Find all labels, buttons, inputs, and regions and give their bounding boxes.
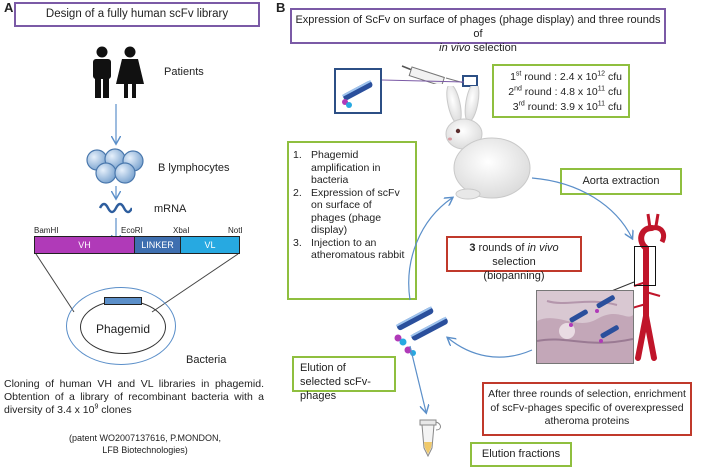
histology-image [536,290,634,364]
round-3: 3rd round: 3.9 x 1011 cfu [512,100,622,114]
bacteria-cell [66,287,176,365]
site-xbai: XbaI [173,226,190,235]
step-2: 2.Expression of scFv on surface of phage… [293,186,400,237]
round-1: 1st round : 2.4 x 1012 cfu [510,70,622,84]
aorta-zoom-box [634,246,656,286]
elution-fractions-box: Elution fractions [470,442,572,467]
rounds-box: 1st round : 2.4 x 1012 cfu 2nd round : 4… [492,64,630,118]
panel-b-letter: B [276,0,286,15]
eluted-phages-icon [394,306,448,356]
panel-b-title: Expression of ScFv on surface of phages … [290,8,666,54]
step-3: 3.Injection to an atheromatous rabbit [293,236,405,262]
segment-vh: VH [35,237,135,253]
steps-box: 1.Phagemid amplification in bacteria 2.E… [287,141,417,300]
enrichment-box: After three rounds of selection, enrichm… [482,382,692,436]
construct-to-phagemid-lines [35,253,239,313]
round-2: 2nd round : 4.8 x 1011 cfu [508,85,622,99]
site-bamhi: BamHI [34,226,59,235]
phage-icon [341,79,373,108]
zoom-connector [381,79,465,83]
phagemid-insert [104,297,142,305]
biopanning-box: 3 rounds of in vivo selection (biopannin… [446,236,582,282]
phage-inset [334,68,382,114]
site-noti: NotI [228,226,243,235]
segment-vl: VL [181,237,239,253]
panel-a-caption: Cloning of human VH and VL libraries in … [4,378,264,416]
elution-selected-box: Elution of selected scFv-phages [292,356,396,402]
rabbit-image [445,86,531,200]
patients-icon [93,46,144,98]
syringe-zoom-box [462,75,478,87]
site-ecori: EcoRI [121,226,143,235]
mrna-icon [98,202,132,214]
gene-construct-bar: VH LINKER VL [34,236,240,254]
mrna-label: mRNA [154,203,187,215]
b-lymphocytes-icon [86,148,144,184]
panel-a-letter: A [4,0,14,15]
step-1: 1.Phagemid amplification in bacteria [293,149,381,186]
bacteria-label: Bacteria [186,354,227,366]
patent-note: (patent WO2007137616, P.MONDON, LFB Biot… [69,433,221,455]
phagemid-label: Phagemid [95,322,151,336]
segment-linker: LINKER [135,237,181,253]
eppendorf-tube-icon [419,419,441,458]
b-lymphocytes-label: B lymphocytes [158,162,230,174]
panel-a-title: Design of a fully human scFv library [14,2,260,27]
patients-label: Patients [164,66,204,78]
